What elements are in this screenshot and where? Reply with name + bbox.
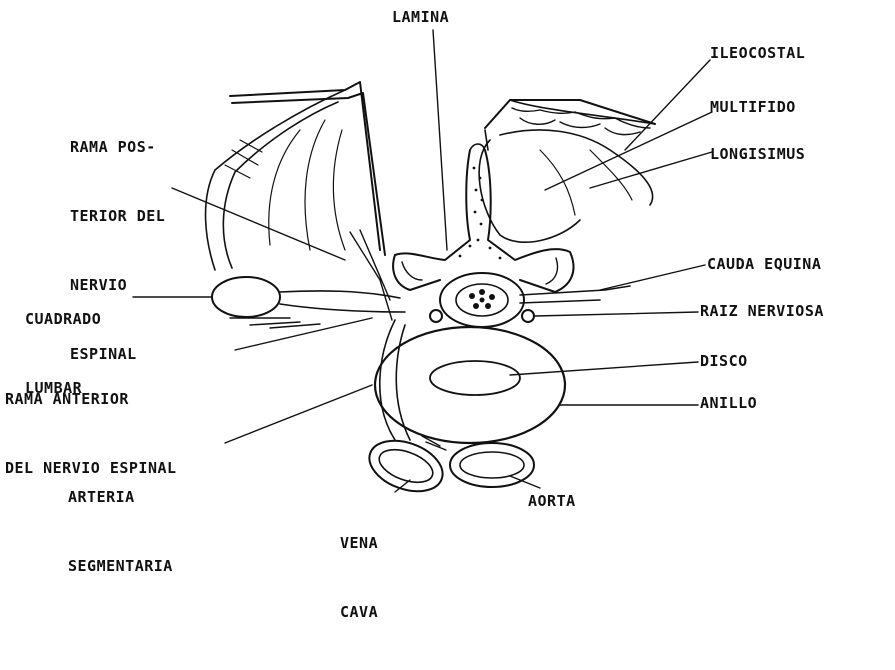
label-aorta: AORTA xyxy=(528,490,576,513)
label-rama-posterior-line-1: RAMA POS- xyxy=(70,136,165,159)
label-anillo: ANILLO xyxy=(700,392,757,415)
lamina-spinous-process xyxy=(393,144,573,292)
label-disco: DISCO xyxy=(700,350,748,373)
leader-rama-posterior xyxy=(172,188,345,260)
label-vena-cava: VENA CAVA xyxy=(340,486,378,670)
label-longisimus: LONGISIMUS xyxy=(710,143,805,166)
spinal-canal xyxy=(430,273,630,327)
label-vena-cava-line-2: CAVA xyxy=(340,601,378,624)
label-arteria-segmentaria-line-1: ARTERIA xyxy=(68,486,173,509)
leader-rama-anterior xyxy=(235,318,372,350)
label-raiz-nerviosa: RAIZ NERVIOSA xyxy=(700,300,824,323)
label-ileocostal: ILEOCOSTAL xyxy=(710,42,805,65)
label-rama-posterior-line-2: TERIOR DEL xyxy=(70,205,165,228)
leader-disco xyxy=(510,362,698,375)
label-rama-anterior-line-1: RAMA ANTERIOR xyxy=(5,388,177,411)
spine-cross-section-diagram: LAMINA ILEOCOSTAL MULTIFIDO LONGISIMUS R… xyxy=(0,0,895,536)
leader-longisimus xyxy=(590,152,712,188)
right-back-muscles xyxy=(479,100,655,242)
posterior-skin-contour xyxy=(206,82,385,270)
leader-lines xyxy=(133,30,712,492)
label-arteria-segmentaria-line-2: SEGMENTARIA xyxy=(68,555,173,578)
label-cuadrado-lumbar-line-1: CUADRADO xyxy=(25,308,101,331)
label-multifido: MULTIFIDO xyxy=(710,96,796,119)
leader-raiz xyxy=(535,312,698,316)
label-vena-cava-line-1: VENA xyxy=(340,532,378,555)
label-lamina: LAMINA xyxy=(392,6,449,29)
leader-lamina xyxy=(433,30,447,250)
label-arteria-segmentaria: ARTERIA SEGMENTARIA xyxy=(68,440,173,624)
leader-ileocostal xyxy=(625,60,710,150)
leader-arteria xyxy=(225,385,372,443)
leader-cauda-equina xyxy=(600,265,705,290)
great-vessels xyxy=(362,320,534,501)
label-cauda-equina: CAUDA EQUINA xyxy=(707,253,821,276)
